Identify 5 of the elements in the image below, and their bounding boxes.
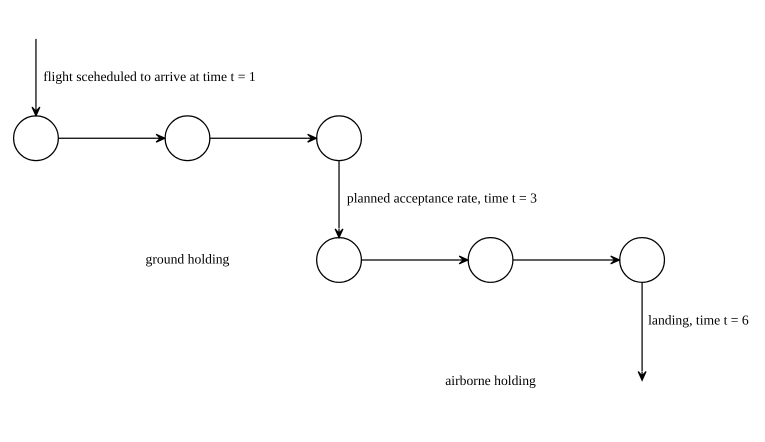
label: ground holding: [146, 251, 230, 266]
label: airborne holding: [445, 373, 536, 388]
edge-label: landing, time t = 6: [648, 312, 749, 328]
edge-label: flight sceheduled to arrive at time t = 1: [43, 68, 256, 84]
edge-label: planned acceptance rate, time t = 3: [346, 190, 537, 206]
